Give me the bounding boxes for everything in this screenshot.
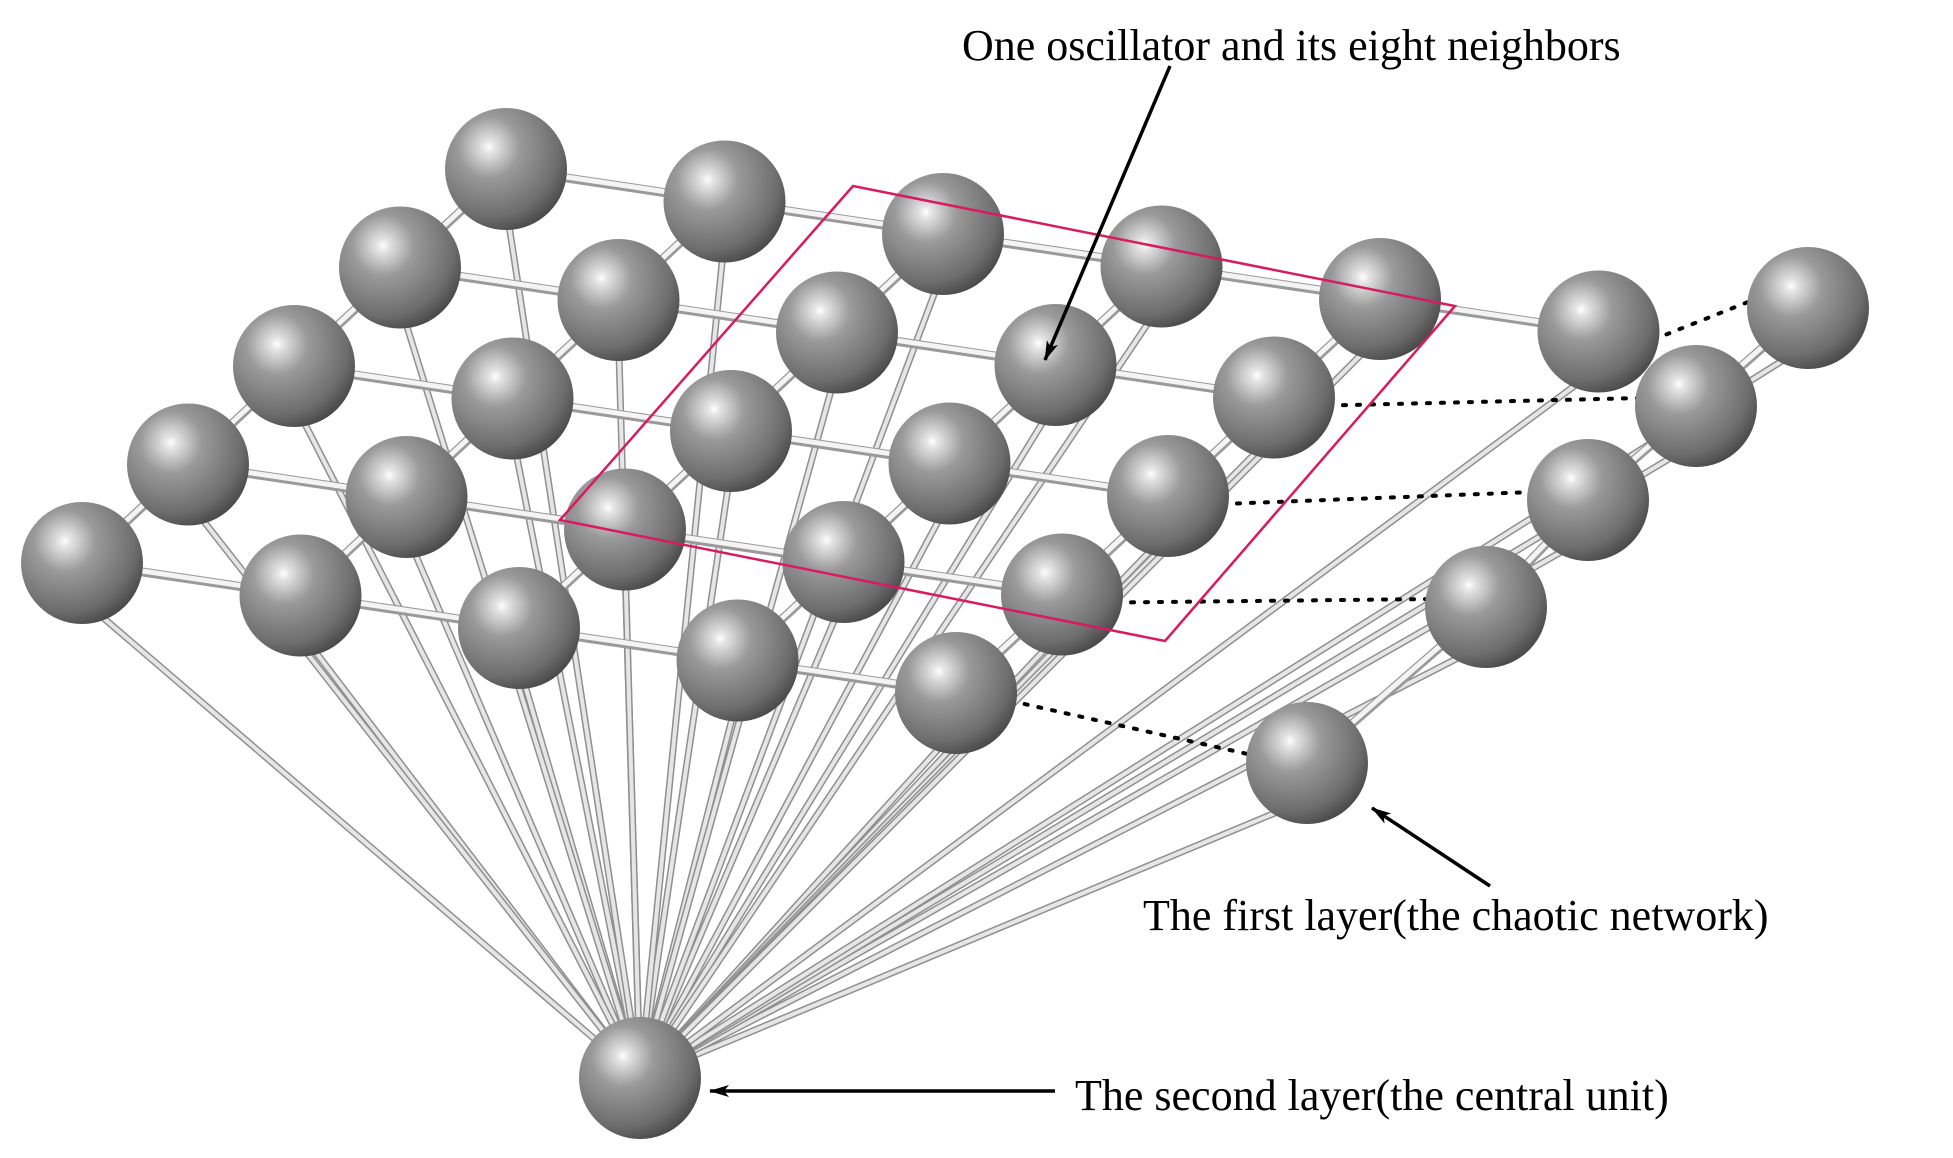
continuation-dots xyxy=(1009,699,1254,757)
oscillator-sphere xyxy=(1425,546,1547,668)
oscillator-sphere xyxy=(1001,533,1123,656)
oscillator-sphere xyxy=(21,502,143,624)
spoke-rod xyxy=(638,367,839,1080)
continuation-dots xyxy=(1327,396,1643,408)
oscillator-sphere xyxy=(1213,336,1335,459)
oscillator-sphere xyxy=(1319,238,1441,360)
spoke-rod xyxy=(638,465,733,1080)
central-unit-sphere xyxy=(579,1017,701,1139)
second-layer-label: The second layer(the central unit) xyxy=(1075,1071,1669,1120)
oscillator-sphere xyxy=(339,206,461,329)
continuation-dots xyxy=(1009,298,1755,757)
oscillator-sphere xyxy=(1527,439,1649,561)
oscillator-sphere xyxy=(888,402,1011,525)
spoke-rod xyxy=(638,366,1601,1080)
spoke-rod xyxy=(638,596,846,1080)
neighbors-label: One oscillator and its eight neighbors xyxy=(962,21,1621,70)
oscillator-sphere xyxy=(994,304,1117,426)
oscillator-sphere xyxy=(1100,205,1223,328)
spoke-rod xyxy=(616,334,642,1080)
spoke-rod xyxy=(638,440,1698,1080)
oscillator-sphere xyxy=(895,632,1017,754)
oscillator-sphere xyxy=(445,108,567,230)
neighbors-arrow xyxy=(1043,65,1172,361)
oscillator-spheres xyxy=(21,108,1869,1139)
oscillator-sphere xyxy=(670,370,792,492)
oscillator-sphere xyxy=(1537,270,1660,393)
spoke-rod xyxy=(404,531,642,1080)
oscillator-sphere xyxy=(127,403,249,526)
spoke-rod xyxy=(638,498,952,1080)
oscillator-sphere xyxy=(345,436,468,558)
oscillator-sphere xyxy=(1246,702,1368,824)
oscillator-sphere xyxy=(1635,345,1757,467)
oscillator-sphere xyxy=(663,140,786,263)
spoke-rod xyxy=(510,433,642,1080)
continuation-dots xyxy=(1651,298,1755,342)
oscillator-sphere xyxy=(676,599,799,722)
oscillator-sphere xyxy=(1747,247,1869,369)
oscillator-sphere xyxy=(782,501,905,623)
oscillator-sphere xyxy=(451,337,574,460)
continuation-dots xyxy=(1221,490,1535,506)
oscillator-sphere xyxy=(882,173,1004,295)
continuation-dots xyxy=(1115,597,1433,605)
oscillator-sphere xyxy=(1107,435,1229,557)
spoke-rod xyxy=(638,797,1309,1080)
oscillator-sphere xyxy=(458,567,580,689)
first-layer-label: The first layer(the chaotic network) xyxy=(1143,891,1769,940)
oscillator-sphere xyxy=(233,305,355,427)
oscillator-sphere xyxy=(564,468,686,591)
spoke-rod xyxy=(80,597,642,1080)
neighborhood-highlight-box xyxy=(557,184,1458,643)
spoke-rod xyxy=(638,399,1058,1080)
oscillator-sphere xyxy=(239,534,362,657)
spoke-rod xyxy=(398,302,642,1080)
oscillator-sphere xyxy=(557,239,680,361)
first-layer-arrow xyxy=(1371,806,1491,888)
oscillator-sphere xyxy=(776,271,898,394)
